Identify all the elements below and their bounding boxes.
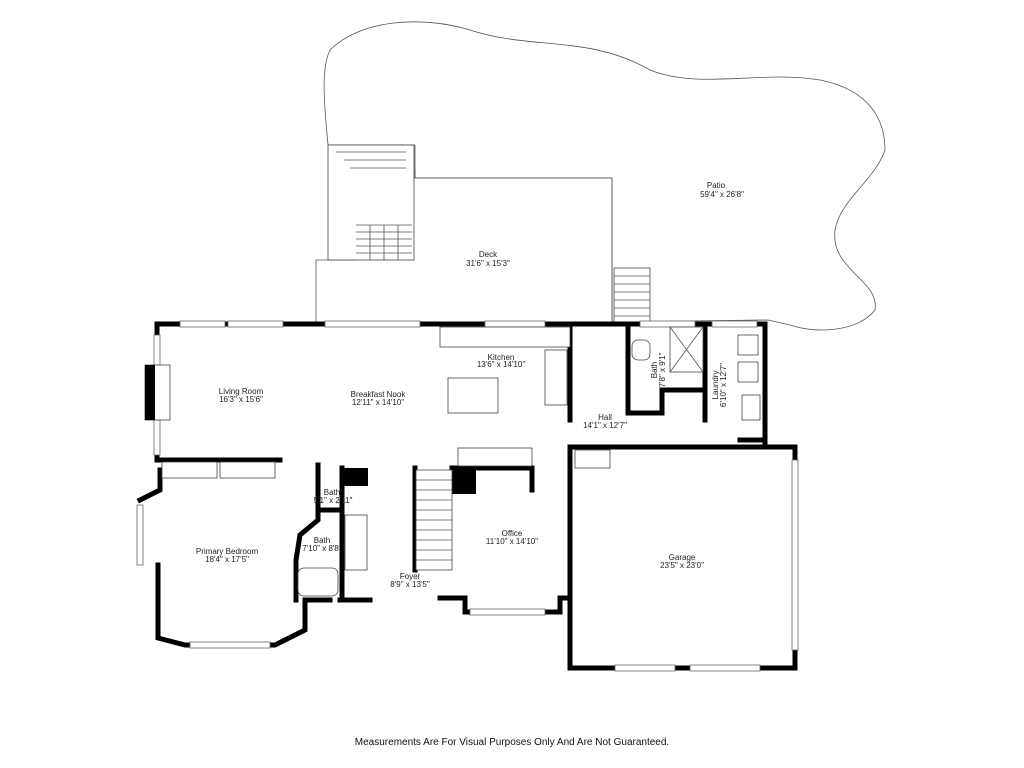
patio-outline [323, 21, 886, 331]
kitchen-size: 13'6" x 14'10" [477, 360, 525, 369]
foyer-name: Foyer [400, 572, 421, 581]
breakfast-nook-size: 12'11" x 14'10" [352, 398, 404, 407]
laundry-name: Laundry [711, 371, 720, 400]
garage-name: Garage [669, 553, 696, 562]
living-room-size: 16'3" x 15'6" [219, 395, 263, 404]
primary-bedroom-size: 18'4" x 17'5" [205, 555, 249, 564]
deck-size: 31'6" x 15'3" [466, 259, 510, 268]
walls [136, 321, 798, 671]
laundry-size: 6'10" x 12'7" [719, 363, 728, 407]
office-name: Office [502, 529, 523, 538]
bath-small-name: Bath [324, 488, 340, 497]
hall-size: 14'1" x 12'7" [583, 421, 627, 430]
hall-name: Hall [598, 413, 612, 422]
kitchen-name: Kitchen [488, 353, 515, 362]
bath-small-size: 5'1" x 2'11" [314, 496, 353, 505]
breakfast-nook-name: Breakfast Nook [351, 390, 407, 399]
deck-name: Deck [479, 250, 498, 259]
garage-size: 23'5" x 23'0" [660, 561, 704, 570]
deck [315, 144, 651, 325]
bath-upper-name: Bath [650, 362, 659, 378]
foyer-size: 8'9" x 13'5" [390, 580, 430, 589]
bath-upper-size: 7'8" x 9'1" [658, 352, 667, 387]
fixtures [144, 326, 761, 597]
bath-primary-name: Bath [314, 536, 330, 545]
room-labels: Patio 59'4" x 26'8" Deck 31'6" x 15'3" K… [196, 181, 744, 589]
windows [136, 320, 799, 672]
primary-bedroom-name: Primary Bedroom [196, 547, 259, 556]
living-room-name: Living Room [219, 387, 264, 396]
bath-primary-size: 7'10" x 8'8" [302, 544, 342, 553]
patio-name: Patio [707, 181, 726, 190]
patio-size: 59'4" x 26'8" [700, 190, 744, 199]
office-size: 11'10" x 14'10" [486, 537, 538, 546]
disclaimer-text: Measurements Are For Visual Purposes Onl… [354, 737, 670, 748]
